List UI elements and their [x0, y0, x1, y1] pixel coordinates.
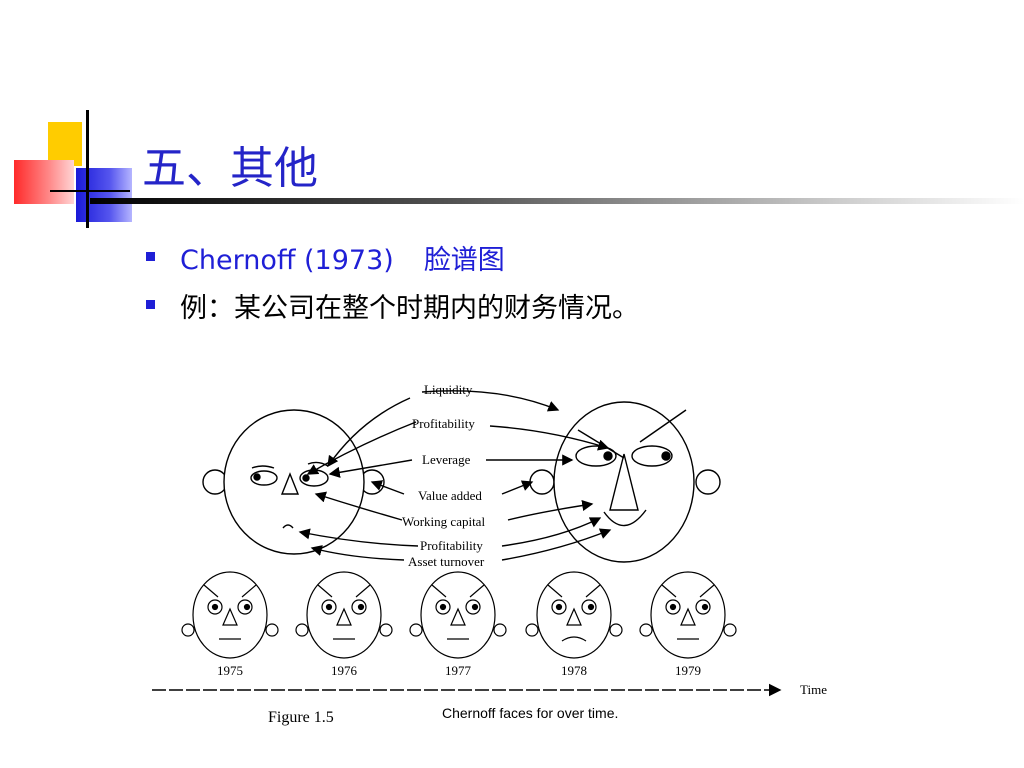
figure-number: Figure 1.5 [268, 709, 334, 726]
page-title: 五、其他 [142, 143, 318, 194]
face-left-large [202, 409, 385, 555]
figure-caption: Chernoff faces for over time. [442, 705, 618, 721]
decor-vertical-line [86, 110, 89, 228]
face-right-large [529, 401, 721, 563]
time-axis-label: Time [800, 682, 827, 697]
bullet-label: Chernoff (1973) [180, 245, 394, 276]
year-label: 1977 [445, 663, 472, 678]
feature-arrows [298, 390, 612, 561]
title-underline [90, 198, 1024, 204]
year-label: 1979 [675, 663, 701, 678]
time-axis: Time [152, 682, 827, 697]
label-liquidity: Liquidity [424, 382, 473, 397]
bullet-item-2: 例：某公司在整个时期内的财务情况。 [180, 293, 639, 324]
bullet-marker [146, 252, 155, 261]
year-label: 1978 [561, 663, 587, 678]
bullet-label-zh: 脸谱图 [423, 245, 505, 276]
small-face [409, 571, 507, 659]
small-face [181, 571, 279, 659]
decor-yellow-square [48, 122, 82, 166]
decor-horizontal-line [50, 190, 130, 192]
label-asset-turnover: Asset turnover [408, 554, 485, 569]
small-face [525, 571, 623, 659]
chernoff-faces-figure: Liquidity Profitability Leverage Value a… [152, 382, 827, 726]
bullet-marker [146, 300, 155, 309]
bullet-item-1: Chernoff (1973) 脸谱图 [180, 238, 505, 277]
year-label: 1976 [331, 663, 358, 678]
label-profitability: Profitability [412, 416, 475, 431]
small-face [639, 571, 737, 659]
label-leverage: Leverage [422, 452, 471, 467]
small-face [295, 571, 393, 659]
label-profitability-2: Profitability [420, 538, 483, 553]
year-label: 1975 [217, 663, 243, 678]
decor-red-square [14, 160, 74, 204]
label-working-capital: Working capital [402, 514, 485, 529]
decor-blue-square [76, 168, 132, 222]
label-value-added: Value added [418, 488, 482, 503]
